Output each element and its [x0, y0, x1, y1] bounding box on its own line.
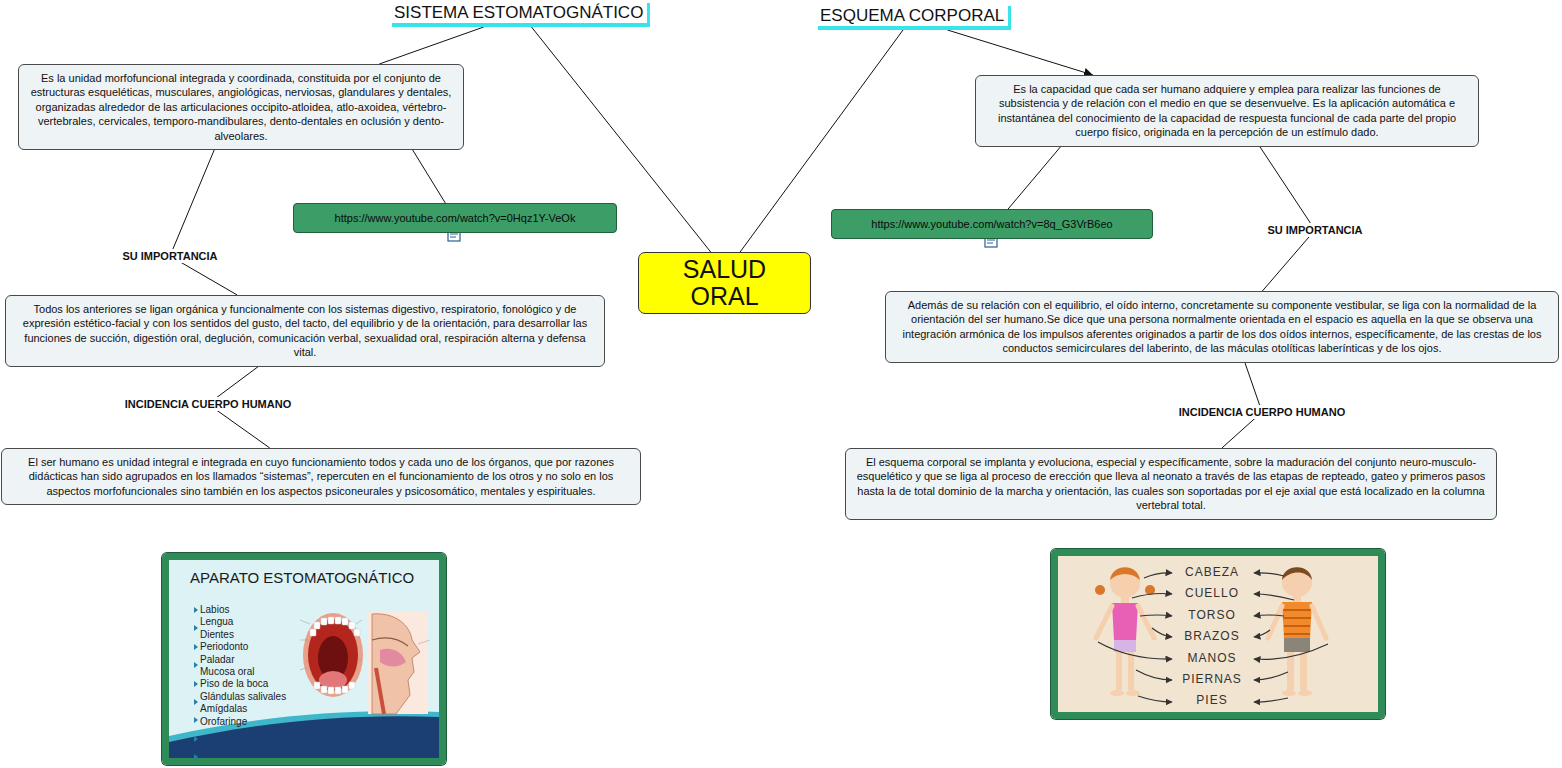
- node-text: Es la unidad morfofuncional integrada y …: [27, 71, 455, 143]
- edge-label: SU IMPORTANCIA: [119, 249, 220, 263]
- definition-box: Es la unidad morfofuncional integrada y …: [18, 64, 464, 150]
- body-part-label: CABEZA: [1162, 565, 1262, 579]
- connector: [1260, 147, 1315, 291]
- body-part-label: PIES: [1162, 693, 1262, 707]
- slide-title: APARATO ESTOMATOGNÁTICO: [190, 569, 414, 586]
- node-text: https://www.youtube.com/watch?v=0Hqz1Y-V…: [300, 211, 610, 225]
- list-item: Mucosa oral: [200, 666, 254, 678]
- list-item: Orofaringe: [200, 716, 247, 728]
- node-text: SALUD ORAL: [647, 256, 802, 310]
- connector: [379, 27, 483, 64]
- link-box: https://www.youtube.com/watch?v=8q_G3VrB…: [831, 209, 1153, 239]
- body-part-label: CUELLO: [1162, 586, 1262, 600]
- edge-label: SU IMPORTANCIA: [1264, 223, 1365, 237]
- list-bullet: [194, 699, 198, 705]
- list-bullet: [194, 644, 198, 650]
- body-part-label: PIERNAS: [1162, 672, 1262, 686]
- body-part-label: TORSO: [1162, 608, 1262, 622]
- topic-title: SISTEMA ESTOMATOGNÁTICO: [392, 3, 650, 27]
- list-bullet: [194, 736, 198, 742]
- image-card: APARATO ESTOMATOGNÁTICO LabiosLenguaDient…: [162, 553, 446, 765]
- body-parts-illustration: [1058, 556, 1378, 712]
- image-card: CABEZA CUELLO TORSO BRAZOS MANOS PIERNAS PIES: [1051, 549, 1385, 719]
- node-text: Todos los anteriores se ligan orgánica y…: [14, 302, 596, 360]
- edge-label: INCIDENCIA CUERPO HUMANO: [122, 397, 294, 411]
- node-text: El esquema corporal se implanta y evoluc…: [854, 455, 1488, 513]
- list-bullet: [194, 625, 198, 631]
- list-item: Paladar: [200, 654, 234, 666]
- incidence-box: El ser humano es unidad integral e integ…: [1, 448, 641, 505]
- topic-title: ESQUEMA CORPORAL: [818, 6, 1011, 30]
- slide-illustration: [169, 560, 439, 758]
- importance-box: Además de su relación con el equilibrio,…: [885, 291, 1559, 363]
- list-item: Dientes: [200, 629, 234, 641]
- node-text: https://www.youtube.com/watch?v=8q_G3VrB…: [838, 217, 1146, 231]
- list-item: Amígdalas: [200, 703, 247, 715]
- node-text: ESQUEMA CORPORAL: [820, 6, 1004, 26]
- list-item: Labios: [200, 604, 229, 616]
- connector: [1008, 147, 1061, 209]
- node-text: SISTEMA ESTOMATOGNÁTICO: [394, 3, 643, 23]
- importance-box: Todos los anteriores se ligan orgánica y…: [5, 295, 605, 367]
- incidence-box: El esquema corporal se implanta y evoluc…: [845, 448, 1497, 520]
- connector: [413, 150, 446, 203]
- connector: [948, 30, 1093, 75]
- list-bullet: [194, 681, 198, 687]
- connector: [170, 150, 237, 295]
- list-bullet: [194, 662, 198, 668]
- node-text: Además de su relación con el equilibrio,…: [894, 298, 1550, 356]
- list-item: Glándulas salivales: [200, 691, 286, 703]
- list-item: Piso de la boca: [200, 678, 268, 690]
- link-box: https://www.youtube.com/watch?v=0Hqz1Y-V…: [293, 203, 617, 233]
- list-item: Lengua: [200, 616, 233, 628]
- list-bullet: [194, 754, 198, 760]
- list-bullet: [194, 607, 198, 613]
- node-text: El ser humano es unidad integral e integ…: [10, 455, 632, 498]
- definition-box: Es la capacidad que cada ser humano adqu…: [975, 75, 1479, 147]
- body-part-label: BRAZOS: [1162, 629, 1262, 643]
- central-topic: SALUD ORAL: [638, 252, 811, 314]
- list-bullet: [194, 717, 198, 723]
- node-text: Es la capacidad que cada ser humano adqu…: [984, 82, 1470, 140]
- list-item: Periodonto: [200, 641, 248, 653]
- edge-label: INCIDENCIA CUERPO HUMANO: [1176, 405, 1348, 419]
- body-part-label: MANOS: [1162, 651, 1262, 665]
